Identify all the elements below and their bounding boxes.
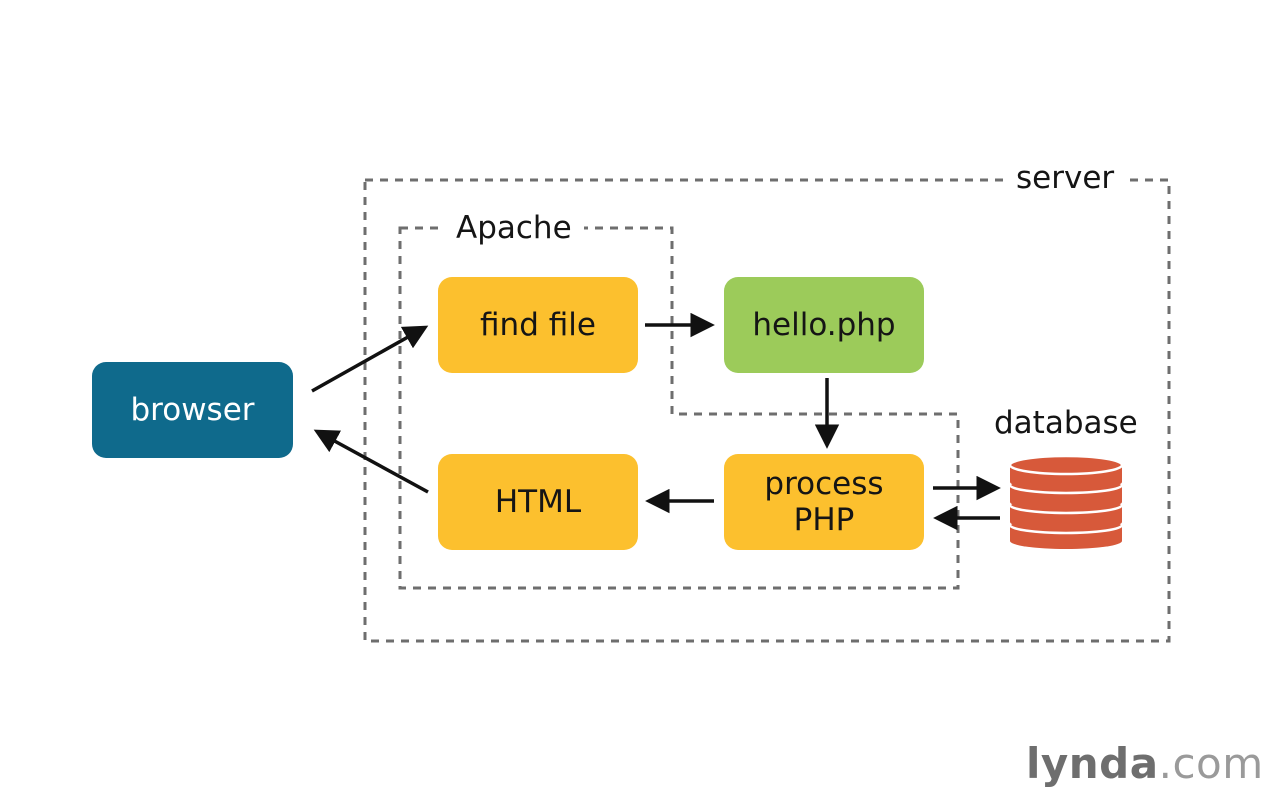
lynda-watermark: lynda.com [1026, 740, 1264, 788]
process-php-node: process PHP [724, 454, 924, 550]
watermark-suffix: .com [1158, 739, 1264, 788]
database-label: database [994, 405, 1138, 441]
find-file-node: find file [438, 277, 638, 373]
server-label: server [1004, 160, 1127, 196]
html-node: HTML [438, 454, 638, 550]
find-file-node-label: find file [480, 307, 596, 343]
arrow-html-to-browser [313, 429, 429, 494]
database-icon [1008, 454, 1124, 549]
process-php-node-label-line2: PHP [793, 502, 855, 538]
apache-frame [398, 226, 960, 590]
arrow-browser-to-find-file [311, 325, 429, 393]
html-node-label: HTML [494, 484, 582, 520]
browser-node: browser [92, 362, 293, 458]
apache-label: Apache [444, 210, 584, 246]
hello-php-node-label: hello.php [752, 307, 896, 343]
watermark-brand: lynda [1026, 739, 1159, 788]
hello-php-node: hello.php [724, 277, 924, 373]
browser-node-label: browser [130, 392, 255, 428]
server-frame [363, 178, 1171, 643]
process-php-node-label-line1: process [764, 466, 884, 502]
